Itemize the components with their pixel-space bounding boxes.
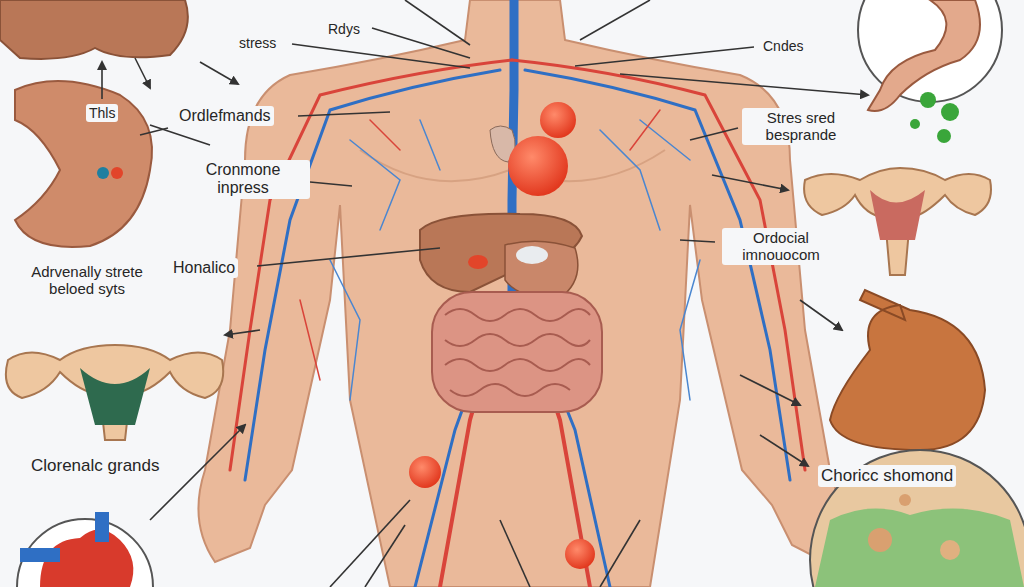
part-label: Ordocial imnouocom	[722, 228, 840, 265]
part-label: stress	[236, 34, 279, 52]
side-organs-left	[0, 0, 223, 587]
part-label: Rdys	[325, 20, 363, 38]
part-label: Cronmone inpress	[176, 160, 310, 199]
side-organs-right	[804, 0, 1024, 587]
organs	[409, 102, 602, 569]
part-label: Ordlefmands	[176, 106, 274, 126]
part-label: Thls	[86, 104, 118, 122]
part-label: Honalico	[170, 258, 238, 278]
part-label: Stres sred besprande	[742, 108, 860, 145]
part-label: Cndes	[760, 37, 806, 55]
vessels	[230, 0, 805, 587]
leader-lines	[102, 0, 868, 587]
part-label: Adrvenally strete beloed syts	[4, 262, 170, 299]
part-label: Choricc shomond	[818, 465, 956, 487]
part-label: Clorenalc grands	[28, 455, 163, 477]
body-figure	[198, 0, 838, 587]
